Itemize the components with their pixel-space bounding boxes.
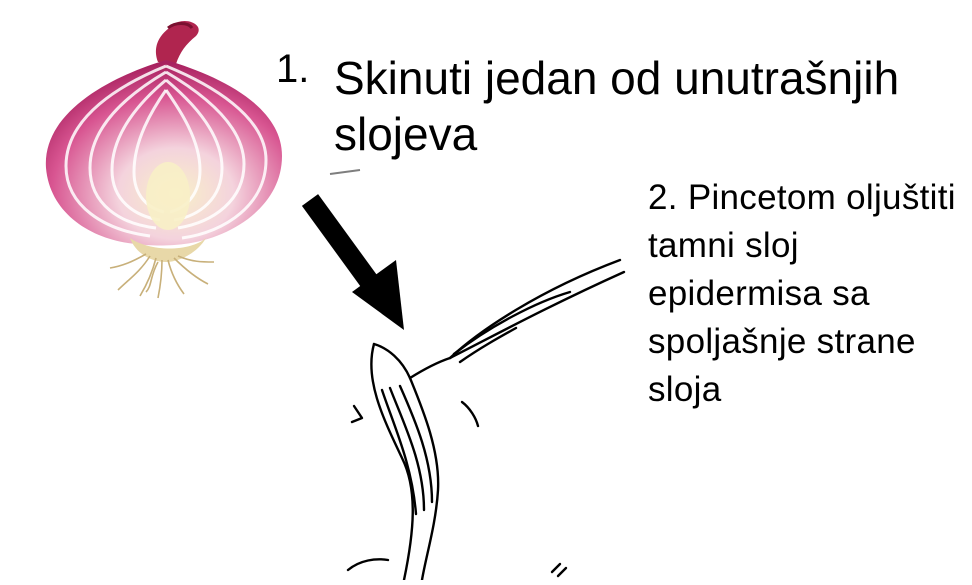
onion-illustration xyxy=(0,0,300,300)
red-onion-half-icon xyxy=(0,0,300,300)
step-2-text: 2. Pincetom oljuštiti tamni sloj epiderm… xyxy=(648,174,968,414)
forceps-peeling-layer-icon xyxy=(330,220,650,580)
peeling-illustration xyxy=(330,220,650,580)
step-1-text: Skinuti jedan od unutrašnjih slojeva xyxy=(334,50,964,162)
step-1-number: 1. xyxy=(276,46,309,92)
